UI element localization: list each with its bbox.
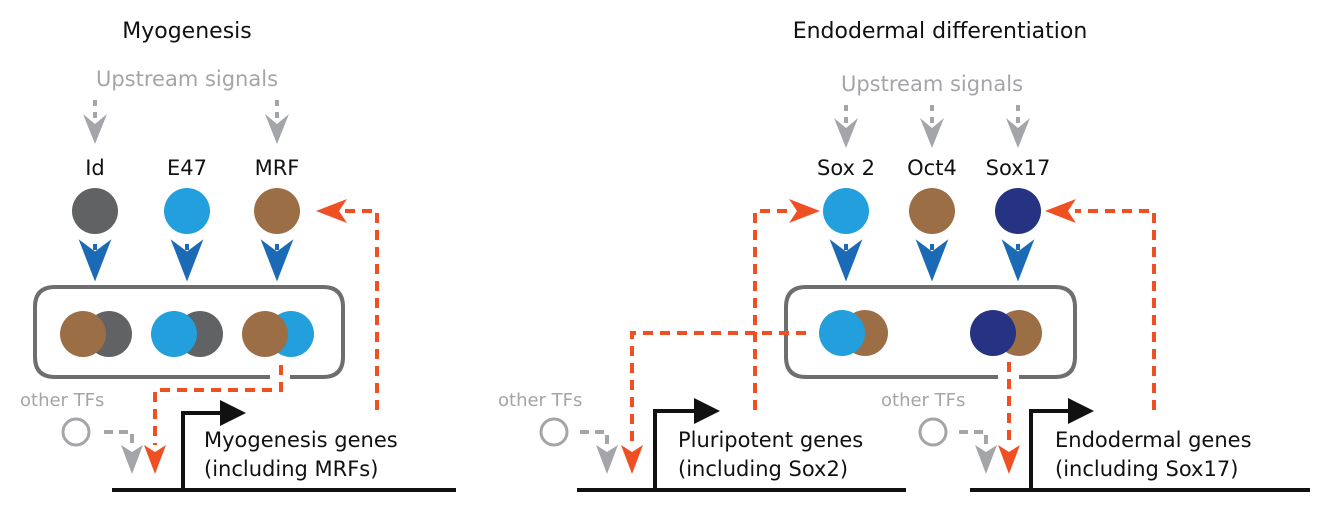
complex-e47-id: [151, 311, 223, 357]
panel-myogenesis: Myogenesis Upstream signals Id E47 MRF: [20, 19, 456, 492]
promoter-arrowhead-icon: [220, 400, 246, 426]
upstream-arrow-oct4: [920, 105, 944, 148]
arrowhead-icon: [834, 118, 858, 148]
other-tf-circle: [61, 417, 91, 447]
grey-arrowhead-icon: [596, 445, 618, 474]
gene-label-line2: (including MRFs): [204, 457, 378, 481]
tf-label-sox17: Sox17: [986, 156, 1051, 180]
gene-label-line1: Pluripotent genes: [678, 428, 863, 452]
arrowhead-icon: [265, 114, 289, 144]
blue-arrow-icon: [260, 239, 294, 282]
orange-arrowhead-icon: [1045, 199, 1076, 223]
tf-label-e47: E47: [167, 156, 207, 180]
other-tf-path: [959, 430, 988, 445]
promoter-arrow: [653, 409, 696, 490]
orange-arrowhead-icon: [621, 445, 643, 474]
panel-title: Myogenesis: [122, 19, 251, 44]
panel-endodermal: Endodermal differentiation Upstream sign…: [498, 19, 1310, 492]
upstream-signals-label: Upstream signals: [841, 72, 1023, 96]
gene-label-line1: Myogenesis genes: [204, 428, 398, 452]
tf-circle-mrf: [254, 188, 300, 234]
orange-arrowhead-icon: [316, 199, 347, 223]
tf-label-id: Id: [85, 156, 105, 180]
complex-mrf-id: [60, 311, 132, 357]
complex-sox2-oct4: [819, 310, 888, 356]
activation-path-pluripotent: [630, 331, 806, 445]
complex-sox17-oct4: [970, 310, 1042, 356]
other-tf-path: [104, 430, 134, 445]
promoter-arrow: [181, 411, 222, 490]
blue-arrow-icon: [170, 239, 204, 282]
other-tfs-label: other TFs: [498, 390, 582, 411]
tf-label-oct4: Oct4: [907, 156, 957, 180]
feedback-path: [340, 209, 379, 410]
tf-circle-sox2: [823, 188, 869, 234]
complex-mrf-e47: [242, 311, 314, 357]
orange-arrowhead-icon: [998, 445, 1020, 474]
other-tfs-label: other TFs: [881, 390, 965, 411]
promoter-arrowhead-icon: [1068, 398, 1094, 424]
activation-path: [153, 365, 283, 445]
panel-title: Endodermal differentiation: [793, 19, 1088, 44]
complex-box: [784, 285, 1077, 379]
tf-label-sox2: Sox 2: [817, 156, 875, 180]
upstream-arrow-sox17: [1006, 105, 1030, 148]
tf-circle-sox17: [995, 188, 1041, 234]
gene-label-line1: Endodermal genes: [1055, 428, 1252, 452]
blue-arrow-icon: [829, 239, 863, 282]
arrowhead-icon: [1006, 118, 1030, 148]
blue-arrow-icon: [78, 239, 112, 282]
upstream-signals-label: Upstream signals: [96, 67, 278, 91]
blue-arrow-icon: [1001, 239, 1035, 282]
gene-label-line2: (including Sox2): [678, 457, 848, 481]
other-tf-path: [580, 430, 609, 445]
grey-arrowhead-icon: [975, 445, 997, 474]
tf-circle-oct4: [909, 188, 955, 234]
blue-arrow-icon: [915, 239, 949, 282]
upstream-arrow-mrf: [265, 100, 289, 144]
other-tf-circle: [539, 417, 569, 447]
tf-circle-e47: [164, 188, 210, 234]
complex-box: [33, 285, 345, 379]
gene-label-line2: (including Sox17): [1055, 457, 1238, 481]
orange-arrowhead-icon: [144, 445, 166, 474]
orange-arrowhead-icon: [789, 199, 820, 223]
feedback-path-sox17: [1075, 209, 1156, 410]
other-tf-circle: [918, 417, 948, 447]
upstream-arrow-id: [83, 100, 107, 144]
tf-circle-id: [72, 188, 118, 234]
arrowhead-icon: [920, 118, 944, 148]
upstream-arrow-sox2: [834, 105, 858, 148]
promoter-arrow: [1029, 409, 1072, 490]
promoter-arrowhead-icon: [694, 398, 720, 424]
tf-label-mrf: MRF: [255, 156, 300, 180]
arrowhead-icon: [83, 114, 107, 144]
feedback-path-sox2: [753, 209, 790, 410]
other-tfs-label: other TFs: [20, 390, 104, 411]
grey-arrowhead-icon: [121, 445, 143, 474]
